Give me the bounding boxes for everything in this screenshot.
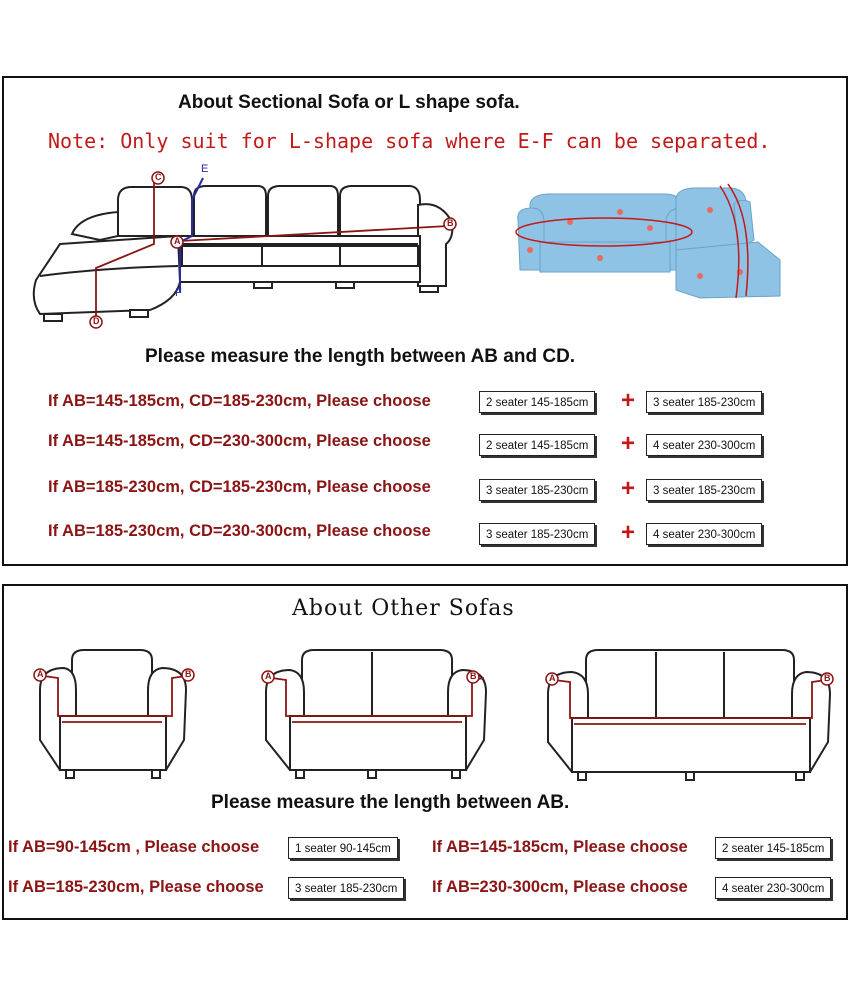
point-label-b-3seater: B xyxy=(824,673,831,683)
sectional-row-2-first-option: 2 seater 145-185cm xyxy=(479,434,596,456)
other-row-1-option: 1 seater 90-145cm xyxy=(288,837,398,859)
sectional-row-1-first-option: 2 seater 145-185cm xyxy=(479,391,596,413)
sectional-row-4-first-option: 3 seater 185-230cm xyxy=(479,523,596,545)
other-row-2-option: 2 seater 145-185cm xyxy=(715,837,832,859)
point-marker-a-3seater xyxy=(545,672,559,686)
point-marker-c xyxy=(151,171,165,185)
other-row-2-condition: If AB=145-185cm, Please choose xyxy=(432,838,688,856)
sectional-note: Note: Only suit for L-shape sofa where E… xyxy=(48,129,771,153)
point-marker-b-1seater xyxy=(181,668,195,682)
other-sofas-instruction: Please measure the length between AB. xyxy=(211,792,570,813)
sectional-row-3-plus: + xyxy=(621,475,636,502)
point-label-b-1seater: B xyxy=(185,669,192,679)
sectional-row-1-second-option: 3 seater 185-230cm xyxy=(646,391,763,413)
point-label-d: D xyxy=(93,316,100,326)
point-marker-b-3seater xyxy=(820,672,834,686)
point-label-f: F xyxy=(175,287,182,299)
sectional-title: About Sectional Sofa or L shape sofa. xyxy=(178,92,520,113)
point-marker-d xyxy=(89,315,103,329)
point-label-a-3seater: A xyxy=(549,673,556,683)
point-label-a: A xyxy=(174,236,181,246)
point-label-a-1seater: A xyxy=(37,669,44,679)
point-marker-a-2seater xyxy=(261,670,275,684)
point-label-c: C xyxy=(155,172,162,182)
other-row-3-condition: If AB=185-230cm, Please choose xyxy=(8,878,264,896)
point-label-b: B xyxy=(447,218,454,228)
sectional-row-1-condition: If AB=145-185cm, CD=185-230cm, Please ch… xyxy=(48,392,431,410)
other-row-4-condition: If AB=230-300cm, Please choose xyxy=(432,878,688,896)
sectional-row-3-first-option: 3 seater 185-230cm xyxy=(479,479,596,501)
sofa-cover-photo xyxy=(515,183,781,299)
sectional-row-2-condition: If AB=145-185cm, CD=230-300cm, Please ch… xyxy=(48,432,431,450)
sectional-row-3-second-option: 3 seater 185-230cm xyxy=(646,479,763,501)
point-label-e: E xyxy=(201,163,209,175)
sectional-row-2-second-option: 4 seater 230-300cm xyxy=(646,434,763,456)
other-row-3-option: 3 seater 185-230cm xyxy=(288,877,405,899)
other-sofas-title: About Other Sofas xyxy=(292,596,515,621)
sectional-row-2-plus: + xyxy=(621,430,636,457)
other-row-4-option: 4 seater 230-300cm xyxy=(715,877,832,899)
sectional-row-1-plus: + xyxy=(621,387,636,414)
point-label-b-2seater: B xyxy=(470,671,477,681)
point-marker-a-1seater xyxy=(33,668,47,682)
other-row-1-condition: If AB=90-145cm , Please choose xyxy=(8,838,260,856)
point-label-a-2seater: A xyxy=(265,671,272,681)
point-marker-a xyxy=(170,235,184,249)
point-marker-b-2seater xyxy=(466,670,480,684)
sectional-instruction: Please measure the length between AB and… xyxy=(145,346,576,367)
sectional-row-4-second-option: 4 seater 230-300cm xyxy=(646,523,763,545)
sectional-row-4-condition: If AB=185-230cm, CD=230-300cm, Please ch… xyxy=(48,522,431,540)
sectional-row-3-condition: If AB=185-230cm, CD=185-230cm, Please ch… xyxy=(48,478,431,496)
sectional-row-4-plus: + xyxy=(621,519,636,546)
point-marker-b xyxy=(443,217,457,231)
